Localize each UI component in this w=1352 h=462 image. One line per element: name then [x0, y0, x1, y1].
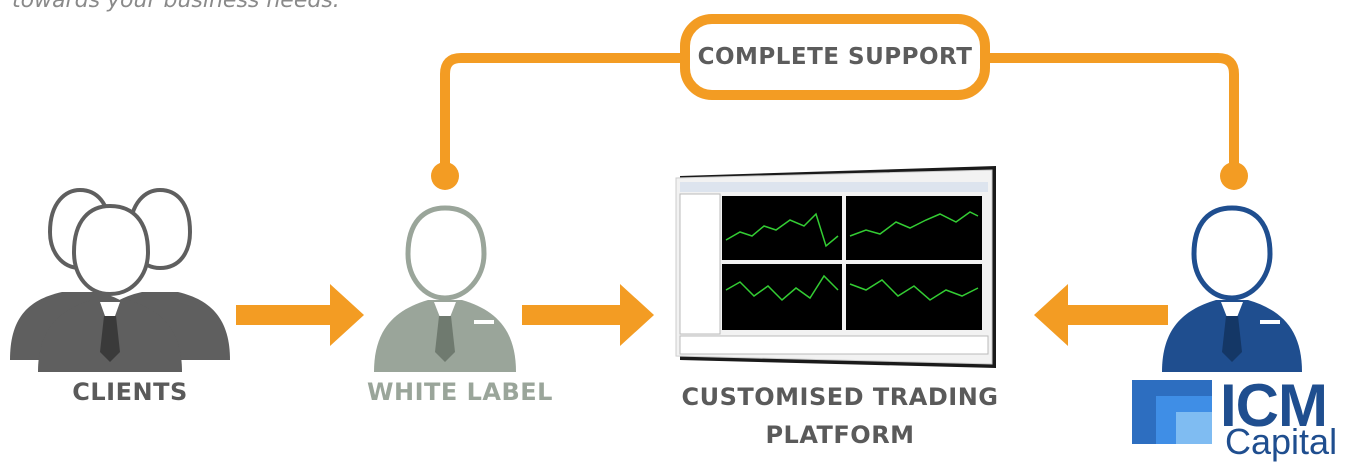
provider-person-icon: [1162, 205, 1302, 372]
intro-text: towards your business needs.: [12, 0, 340, 13]
white-label-label: WHITE LABEL: [367, 378, 553, 406]
complete-support-box: COMPLETE SUPPORT: [680, 14, 990, 100]
clients-group-icon: [10, 187, 230, 372]
white-label-person-icon: [374, 205, 516, 372]
arrow-provider-to-platform: [1034, 284, 1168, 346]
platform-label: CUSTOMISED TRADING PLATFORM: [660, 378, 1020, 454]
logo-text-capital: Capital: [1225, 421, 1338, 462]
platform-label-line1: CUSTOMISED TRADING: [681, 383, 999, 411]
complete-support-label: COMPLETE SUPPORT: [697, 44, 973, 70]
logo-text-icm: ICM: [1220, 372, 1328, 439]
platform-label-line2: PLATFORM: [765, 421, 915, 449]
arrow-clients-to-white-label: [236, 284, 364, 346]
icm-capital-logo: [1132, 380, 1212, 444]
clients-label: CLIENTS: [72, 378, 188, 406]
arrow-white-label-to-platform: [522, 284, 654, 346]
trading-platform-screenshot: [675, 166, 996, 368]
